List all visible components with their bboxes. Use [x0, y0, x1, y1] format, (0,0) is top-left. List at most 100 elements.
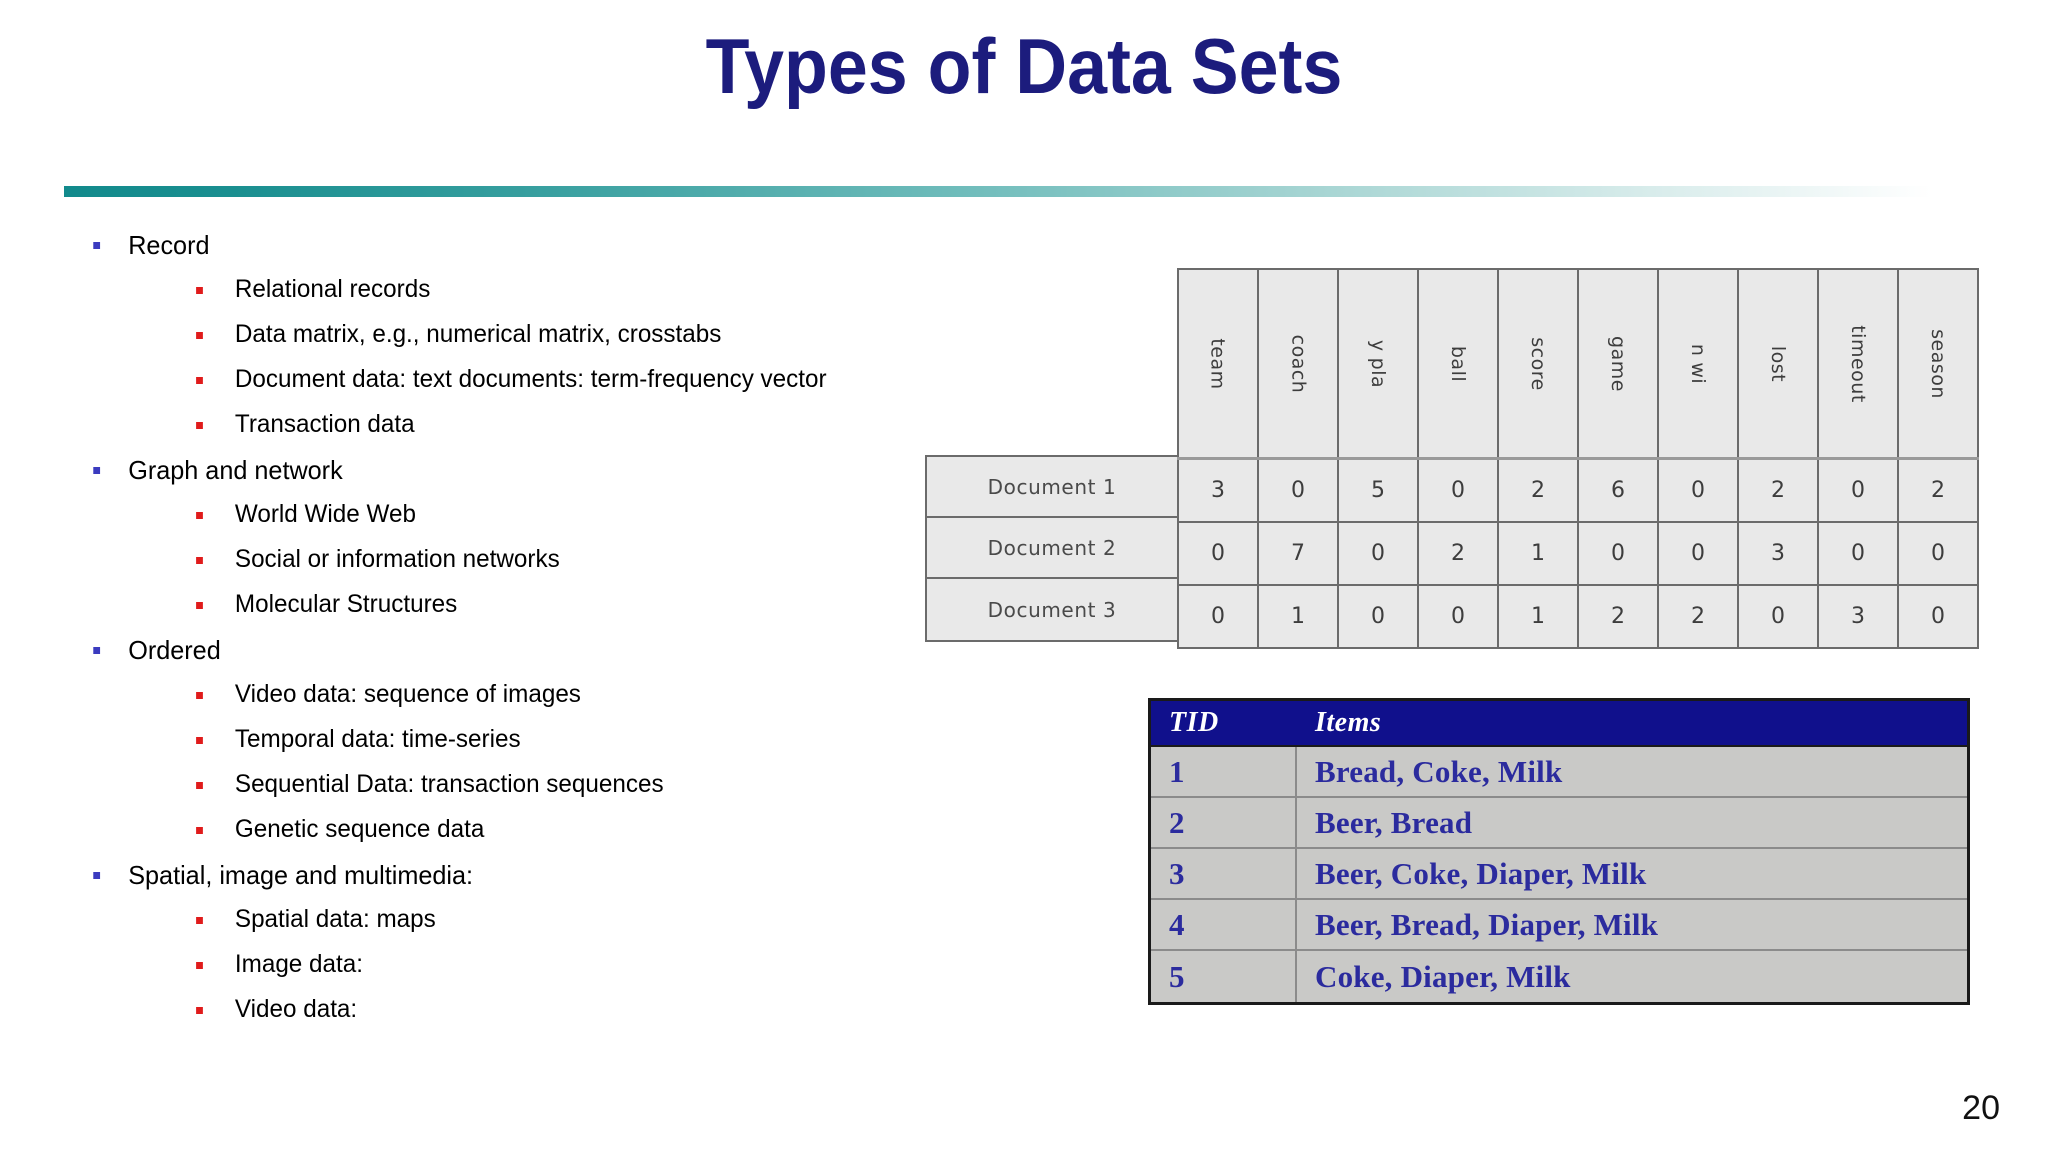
matrix-data-cell: 2	[1417, 521, 1499, 586]
document-row-label: Document 1	[927, 457, 1177, 518]
matrix-data-cell: 3	[1737, 521, 1819, 586]
sub-bullet-square-icon	[196, 332, 203, 339]
page-number: 20	[1962, 1089, 2000, 1127]
rotated-header-text: team	[1207, 338, 1229, 389]
matrix-data-cell: 0	[1897, 521, 1979, 586]
matrix-data-cell: 0	[1337, 521, 1419, 586]
transaction-tid-cell: 1	[1151, 747, 1297, 796]
sub-bullet-square-icon	[196, 1007, 203, 1014]
matrix-data-cell: 2	[1497, 457, 1579, 523]
outline-level1-item: Ordered	[70, 627, 962, 672]
outline-level2-item: Spatial data: maps	[70, 897, 962, 942]
outline-level2-label: Transaction data	[234, 410, 415, 438]
matrix-data-cell: 1	[1497, 521, 1579, 586]
outline-level2-label: Social or information networks	[234, 545, 560, 573]
rotated-header-text: season	[1927, 329, 1949, 399]
transaction-tid-cell: 4	[1151, 900, 1297, 949]
matrix-data-cell: 0	[1177, 521, 1259, 586]
outline-level2-item: Relational records	[70, 267, 962, 312]
outline-level2-item: Image data:	[70, 942, 962, 987]
header-text-line: season	[1926, 328, 1949, 399]
outline-level2-item: Molecular Structures	[70, 582, 962, 627]
header-text-line: ball	[1446, 345, 1469, 382]
rotated-header-text: game	[1607, 336, 1629, 392]
sub-bullet-square-icon	[196, 692, 203, 699]
rotated-header-text: ball	[1447, 345, 1469, 381]
bullet-square-icon	[93, 872, 101, 879]
outline-level2-item: Transaction data	[70, 402, 962, 447]
matrix-data-cell: 3	[1817, 584, 1899, 649]
matrix-column-header: lost	[1737, 268, 1819, 460]
table-row: 3 Beer, Coke, Diaper, Milk	[1151, 849, 1967, 900]
sub-bullet-square-icon	[196, 917, 203, 924]
matrix-data-cell: 7	[1257, 521, 1339, 586]
transaction-tid-cell: 3	[1151, 849, 1297, 898]
matrix-column-header: timeout	[1817, 268, 1899, 460]
document-row-label: Document 3	[987, 597, 1117, 622]
sub-bullet-square-icon	[196, 557, 203, 564]
outline-level2-label: Image data:	[234, 950, 363, 978]
outline-level2-label: Sequential Data: transaction sequences	[234, 770, 664, 798]
outline-level2-label: Video data:	[234, 995, 358, 1023]
matrix-data-cell: 3	[1177, 457, 1259, 523]
matrix-data-cell: 6	[1577, 457, 1659, 523]
transaction-items-cell: Beer, Coke, Diaper, Milk	[1315, 855, 1647, 891]
matrix-data-cell: 5	[1337, 457, 1419, 523]
matrix-data-cell: 0	[1737, 584, 1819, 649]
header-cell-items: Items	[1315, 707, 1382, 738]
outline-level2-item: Document data: text documents: term-freq…	[70, 357, 962, 402]
header-text-line: pla	[1366, 357, 1389, 388]
matrix-data-cell: 0	[1417, 584, 1499, 649]
matrix-data-cell: 0	[1177, 584, 1259, 649]
outline-level2-label: World Wide Web	[234, 500, 416, 528]
outline-level2-label: Molecular Structures	[234, 590, 458, 618]
matrix-data-cell: 0	[1417, 457, 1499, 523]
matrix-data-cell: 0	[1897, 584, 1979, 649]
transaction-items-cell: Beer, Bread	[1315, 804, 1473, 840]
sub-bullet-square-icon	[196, 422, 203, 429]
rotated-header-text: coach	[1287, 334, 1309, 393]
matrix-data-cell: 0	[1337, 584, 1419, 649]
header-text-line: lost	[1766, 345, 1789, 382]
header-text-line: timeout	[1846, 324, 1869, 403]
matrix-data-cell: 0	[1657, 457, 1739, 523]
transaction-items-cell: Bread, Coke, Milk	[1315, 753, 1563, 789]
header-text-line: coach	[1286, 334, 1309, 393]
matrix-data-cell: 0	[1577, 521, 1659, 586]
outline-level2-item: Video data:	[70, 987, 962, 1032]
matrix-column-header: game	[1577, 268, 1659, 460]
sub-bullet-square-icon	[196, 602, 203, 609]
outline-level1-label: Record	[128, 229, 210, 260]
outline-level2-label: Data matrix, e.g., numerical matrix, cro…	[234, 320, 722, 348]
matrix-column-header: team	[1177, 268, 1259, 460]
matrix-data-cell: 0	[1817, 457, 1899, 523]
transaction-items-cell: Coke, Diaper, Milk	[1315, 958, 1571, 994]
transaction-table-header-row: TID Items	[1151, 701, 1967, 747]
bullet-square-icon	[93, 647, 101, 654]
sub-bullet-square-icon	[196, 962, 203, 969]
outline-level2-label: Temporal data: time-series	[234, 725, 521, 753]
matrix-data-cell: 2	[1657, 584, 1739, 649]
matrix-data-cell: 2	[1577, 584, 1659, 649]
sub-bullet-square-icon	[196, 827, 203, 834]
outline-level1-item: Record	[70, 222, 962, 267]
outline-level2-item: Sequential Data: transaction sequences	[70, 762, 962, 807]
rotated-header-text: timeout	[1847, 325, 1869, 403]
header-cell-tid: TID	[1151, 701, 1297, 745]
outline-level2-label: Genetic sequence data	[234, 815, 485, 843]
matrix-column-header: season	[1897, 268, 1979, 460]
outline-level2-item: Video data: sequence of images	[70, 672, 962, 717]
outline-level2-label: Relational records	[234, 275, 431, 303]
bullet-square-icon	[93, 467, 101, 474]
